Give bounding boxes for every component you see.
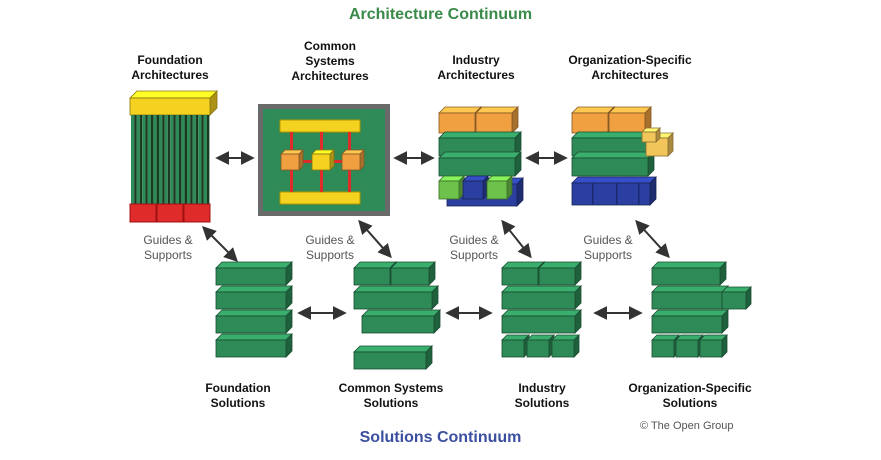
common-solution-layer bbox=[353, 285, 439, 310]
foundation-column-gap bbox=[151, 115, 154, 204]
arrow-guides-common bbox=[358, 219, 392, 259]
foundation-solution-layer bbox=[215, 285, 293, 310]
industry-arch-orange-block bbox=[475, 106, 519, 134]
foundation-solution-layer bbox=[215, 309, 293, 334]
guides-supports-label-industry: Guides &Supports bbox=[449, 233, 499, 262]
foundation-column-gap bbox=[173, 115, 176, 204]
common-solution-layer bbox=[361, 309, 441, 334]
industry-solution-small-block bbox=[551, 334, 580, 358]
org-solution-layer bbox=[651, 261, 727, 286]
foundation-column-gap bbox=[134, 115, 137, 204]
common-systems-node bbox=[311, 149, 335, 171]
foundation-column-gap bbox=[184, 115, 187, 204]
industry-solution-block bbox=[538, 261, 582, 286]
foundation-column bbox=[136, 115, 140, 204]
copyright-text: © The Open Group bbox=[640, 420, 734, 432]
org-arch-divider bbox=[592, 183, 594, 205]
industry-solution-layer bbox=[501, 285, 582, 310]
solutions-continuum-title: Solutions Continuum bbox=[359, 429, 522, 446]
industry-solution-small-block bbox=[501, 334, 530, 358]
industry-solution-block bbox=[501, 261, 545, 286]
org-solution-layer bbox=[651, 309, 729, 334]
foundation-column-gap bbox=[207, 115, 210, 204]
org-arch-blue-layer bbox=[571, 176, 657, 206]
foundation-column-gap bbox=[195, 115, 199, 204]
org-solution-protruding-block bbox=[721, 286, 752, 310]
foundation-base-block bbox=[129, 203, 157, 223]
foundation-column-gap bbox=[190, 115, 193, 204]
foundation-column bbox=[164, 115, 168, 204]
common-solution-block bbox=[390, 261, 436, 286]
foundation-column bbox=[198, 115, 202, 204]
foundation-column-gap bbox=[156, 115, 159, 204]
industry-solution-small-block bbox=[526, 334, 555, 358]
industry-arch-orange-block bbox=[438, 106, 482, 134]
foundation-column bbox=[170, 115, 174, 204]
arrow-guides-foundation bbox=[202, 226, 238, 262]
foundation-column bbox=[142, 115, 146, 204]
org-arch-divider bbox=[616, 183, 618, 205]
industry-arch-blue-block bbox=[462, 175, 489, 200]
guides-supports-label-organization: Guides &Supports bbox=[583, 233, 633, 262]
org-solution-small-block bbox=[675, 334, 704, 358]
industry-arch-green-layer bbox=[438, 131, 522, 157]
common-systems-top-bar bbox=[279, 119, 361, 133]
foundation-base-block bbox=[156, 203, 184, 223]
common-systems-bottom-bar bbox=[279, 191, 361, 205]
foundation-column bbox=[131, 115, 135, 204]
foundation-column-gap bbox=[139, 115, 143, 204]
common-solution-layer bbox=[353, 345, 433, 370]
foundation-column-gap bbox=[162, 115, 165, 204]
foundation-column bbox=[159, 115, 163, 204]
org-solution-small-block bbox=[699, 334, 728, 358]
foundation-column bbox=[153, 115, 157, 204]
foundation-top-block bbox=[129, 90, 218, 116]
foundation-column bbox=[147, 115, 151, 204]
org-arch-green-layer bbox=[571, 151, 655, 177]
org-solution-layer bbox=[651, 285, 729, 310]
arrow-guides-organization bbox=[635, 219, 670, 259]
org-arch-orange-block bbox=[608, 106, 652, 134]
foundation-column bbox=[175, 115, 179, 204]
industry-arch-green-layer bbox=[438, 151, 522, 177]
foundation-solution-layer bbox=[215, 333, 293, 358]
foundation-column bbox=[203, 115, 207, 204]
industry-arch-light-green-block bbox=[438, 175, 465, 200]
foundation-column bbox=[192, 115, 196, 204]
guides-supports-label-foundation: Guides &Supports bbox=[143, 233, 193, 262]
foundation-column-gap bbox=[145, 115, 148, 204]
foundation-column-gap bbox=[167, 115, 171, 204]
common-systems-node bbox=[341, 149, 365, 171]
org-arch-divider bbox=[638, 183, 640, 205]
foundation-column-gap bbox=[179, 115, 182, 204]
guides-supports-label-common: Guides &Supports bbox=[305, 233, 355, 262]
org-arch-protruding-block bbox=[641, 127, 661, 143]
org-arch-orange-block bbox=[571, 106, 615, 134]
industry-arch-light-green-block bbox=[486, 175, 513, 200]
industry-solution-layer bbox=[501, 309, 582, 334]
foundation-column bbox=[181, 115, 185, 204]
arrow-guides-industry bbox=[501, 219, 532, 259]
common-solution-block bbox=[353, 261, 397, 286]
foundation-solution-layer bbox=[215, 261, 293, 286]
common-systems-node bbox=[280, 149, 304, 171]
foundation-column bbox=[187, 115, 191, 204]
org-solution-small-block bbox=[651, 334, 680, 358]
foundation-base-block bbox=[183, 203, 211, 223]
foundation-column-gap bbox=[201, 115, 204, 204]
architecture-continuum-title: Architecture Continuum bbox=[348, 6, 533, 23]
